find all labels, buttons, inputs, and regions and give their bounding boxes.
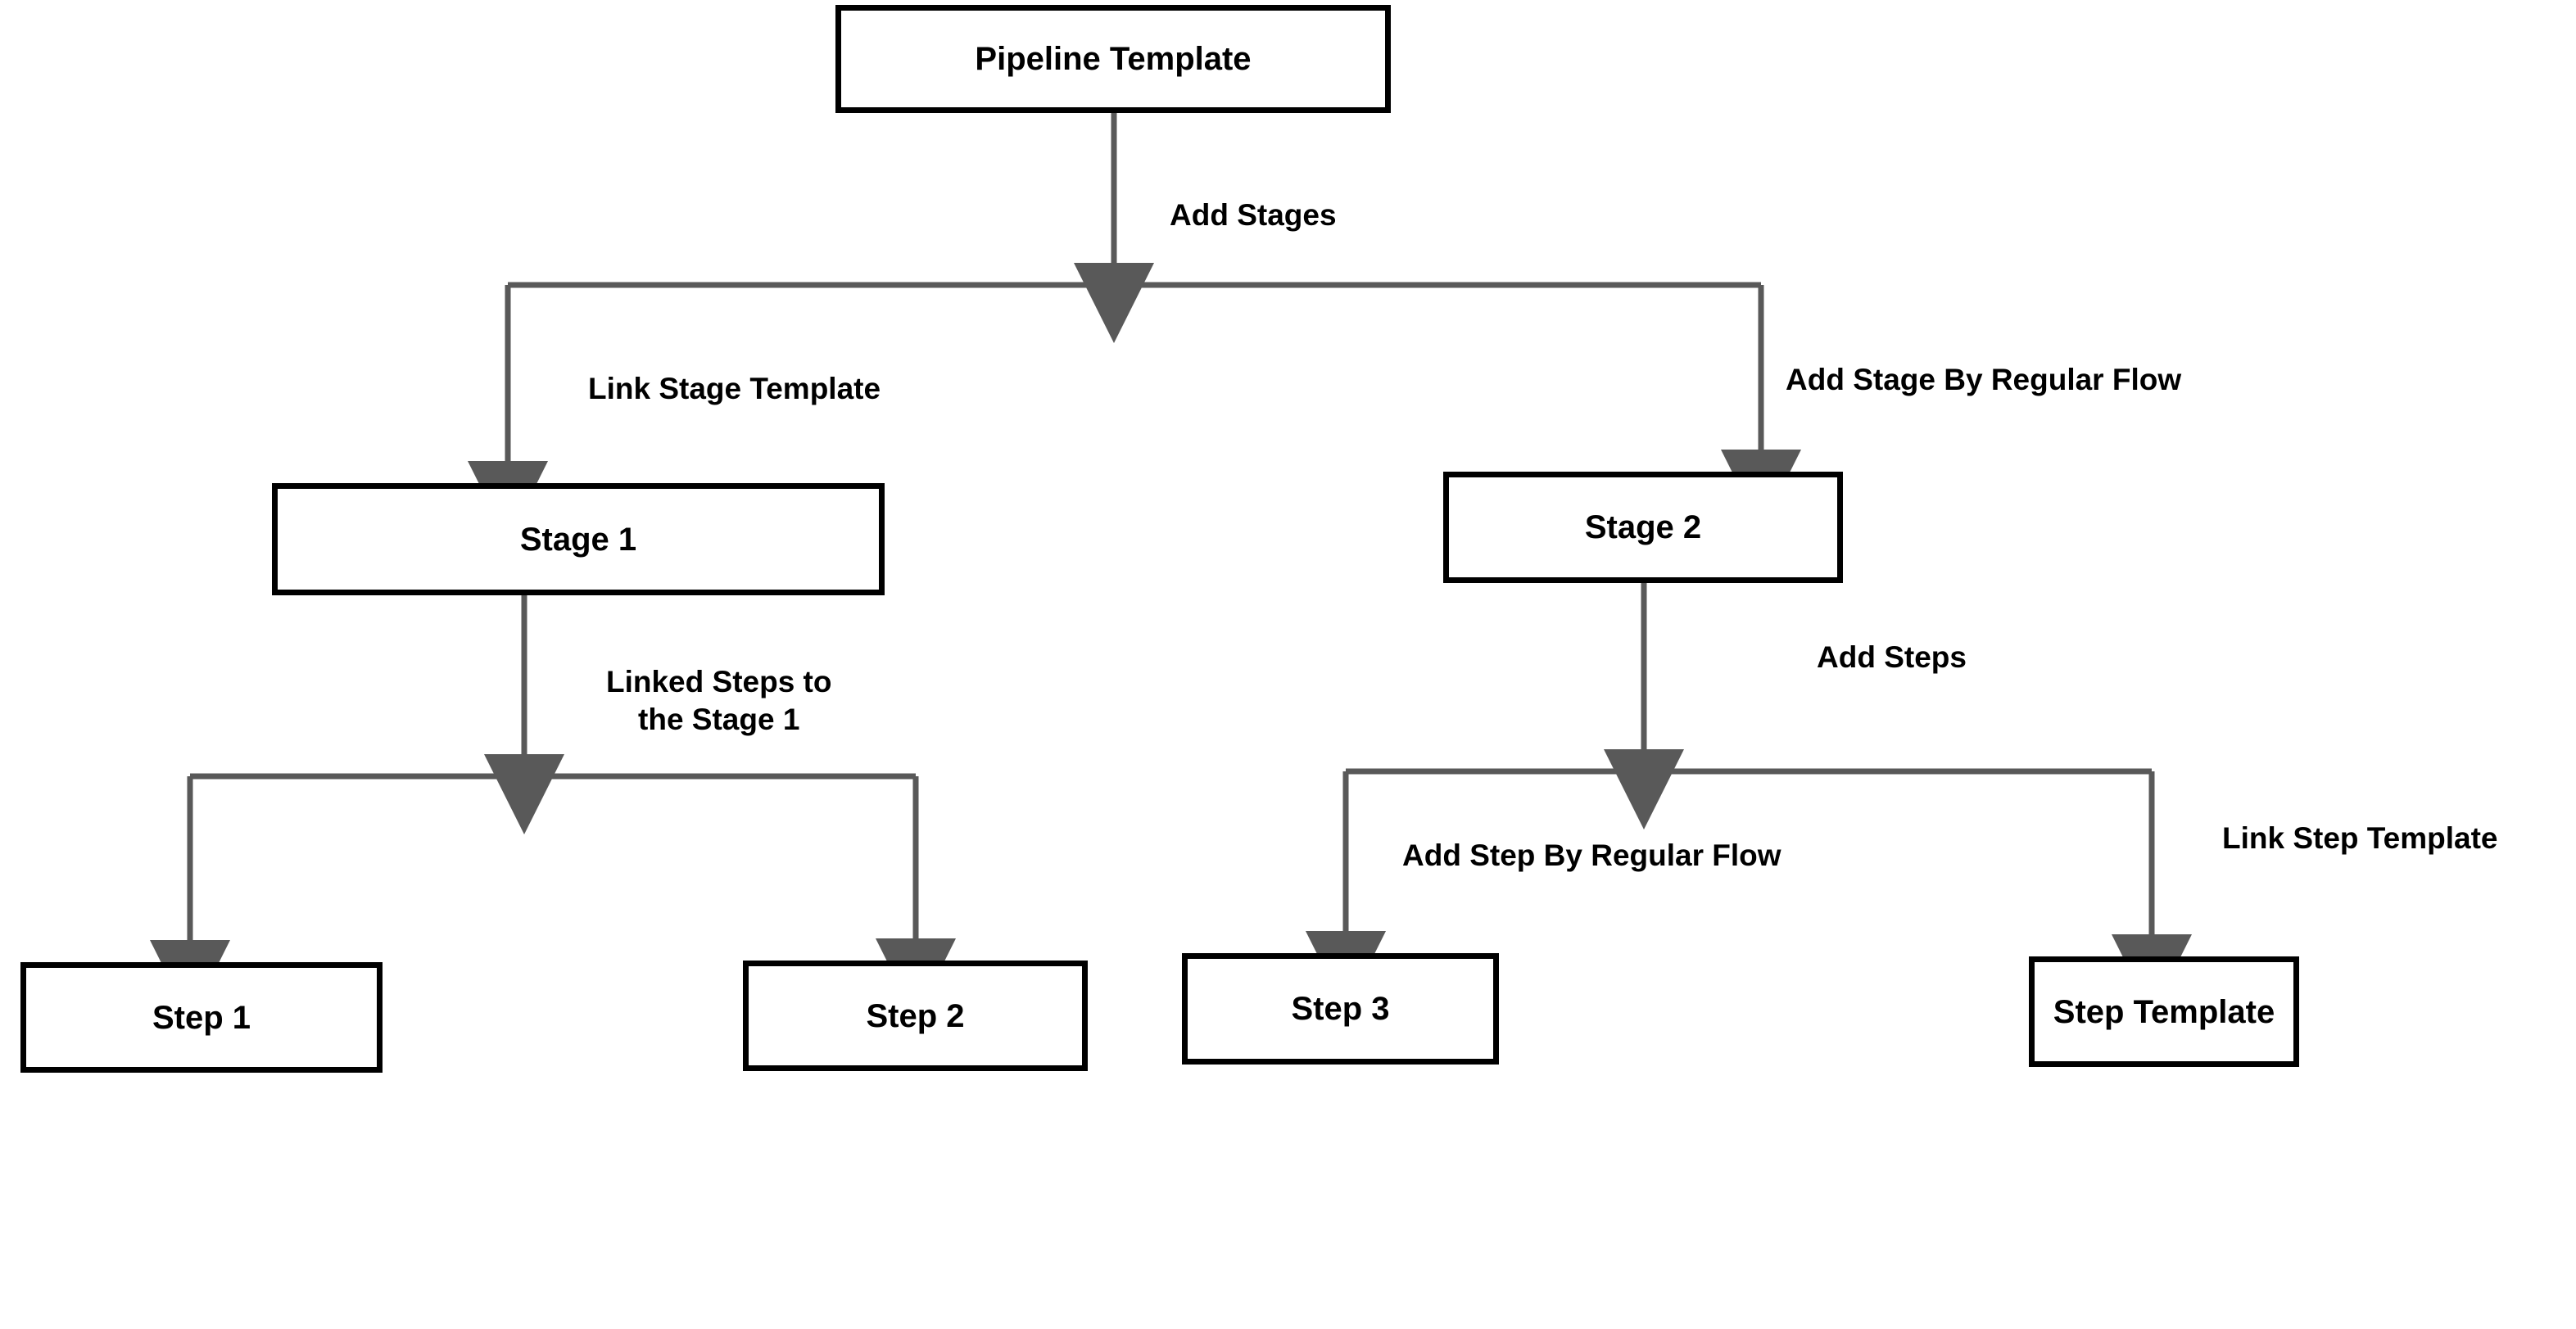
edge-label-link-stage-template: Link Stage Template [588, 372, 881, 405]
node-label: Step 3 [1291, 991, 1390, 1027]
node-step-2[interactable]: Step 2 [743, 961, 1088, 1071]
node-label: Step 2 [866, 997, 965, 1034]
edge-label-add-stages: Add Stages [1170, 198, 1337, 232]
edge-paths [150, 113, 2192, 1020]
node-label: Stage 2 [1584, 509, 1702, 545]
node-label: Step Template [2053, 993, 2275, 1030]
node-step-template[interactable]: Step Template [2029, 956, 2299, 1067]
edge-label-add-stage-by-regular-flow: Add Stage By Regular Flow [1786, 363, 2182, 396]
node-pipeline-template[interactable]: Pipeline Template [835, 5, 1391, 113]
node-stage-1[interactable]: Stage 1 [272, 483, 885, 595]
edge-label-add-step-by-regular-flow: Add Step By Regular Flow [1402, 839, 1781, 872]
node-label: Step 1 [152, 999, 251, 1036]
edge-label-link-step-template: Link Step Template [2222, 821, 2498, 855]
edge-label-linked-steps-to-stage-1: Linked Steps to the Stage 1 [606, 665, 832, 737]
node-stage-2[interactable]: Stage 2 [1443, 472, 1843, 583]
edge-label-add-steps: Add Steps [1817, 640, 1967, 674]
node-step-3[interactable]: Step 3 [1182, 953, 1499, 1065]
node-step-1[interactable]: Step 1 [20, 962, 383, 1073]
node-label: Stage 1 [519, 521, 637, 558]
node-label: Pipeline Template [975, 41, 1252, 77]
